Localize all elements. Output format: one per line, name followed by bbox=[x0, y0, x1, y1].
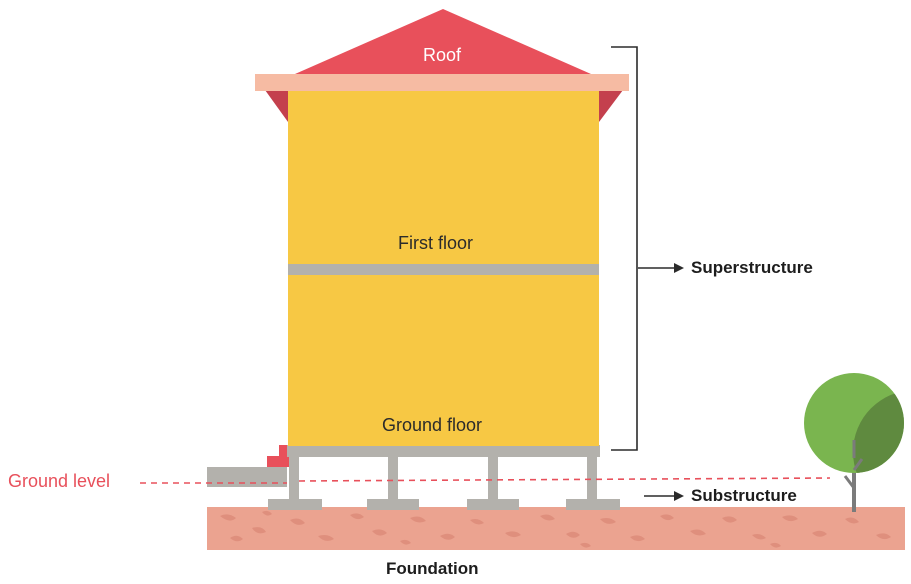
step-lower bbox=[267, 456, 289, 467]
ground-slab bbox=[287, 445, 600, 457]
foundation-column bbox=[289, 457, 299, 500]
first-floor-label: First floor bbox=[398, 233, 474, 253]
foundation-column bbox=[388, 457, 398, 500]
footing bbox=[467, 499, 519, 510]
roof bbox=[295, 9, 591, 74]
footing bbox=[566, 499, 620, 510]
superstructure-arrow-icon bbox=[674, 263, 684, 273]
footing bbox=[268, 499, 322, 510]
ground-level-line bbox=[298, 477, 831, 482]
substructure-arrow-icon bbox=[674, 491, 684, 501]
tree bbox=[804, 373, 904, 512]
footing bbox=[367, 499, 419, 510]
substructure-label: Substructure bbox=[691, 486, 797, 505]
soil-pattern bbox=[220, 510, 891, 548]
eave-left bbox=[265, 90, 288, 122]
tree-trunk bbox=[852, 452, 856, 512]
roof-trim bbox=[255, 74, 629, 91]
step-upper bbox=[279, 445, 289, 456]
foundation-column bbox=[587, 457, 597, 500]
first-floor-slab bbox=[288, 264, 599, 275]
superstructure-bracket bbox=[611, 46, 638, 451]
ground-level-label: Ground level bbox=[8, 471, 111, 491]
tree-canopy-shade bbox=[853, 390, 904, 473]
superstructure-label: Superstructure bbox=[691, 258, 813, 277]
soil-ground bbox=[207, 507, 905, 550]
ground-ledge bbox=[207, 467, 287, 487]
roof-label: Roof bbox=[423, 45, 462, 65]
foundation-column bbox=[488, 457, 498, 500]
tree-branch bbox=[852, 458, 864, 471]
tree-branch bbox=[843, 475, 856, 489]
ground-floor-label: Ground floor bbox=[382, 415, 483, 435]
eave-right bbox=[599, 90, 623, 122]
foundation-label: Foundation bbox=[386, 559, 479, 578]
